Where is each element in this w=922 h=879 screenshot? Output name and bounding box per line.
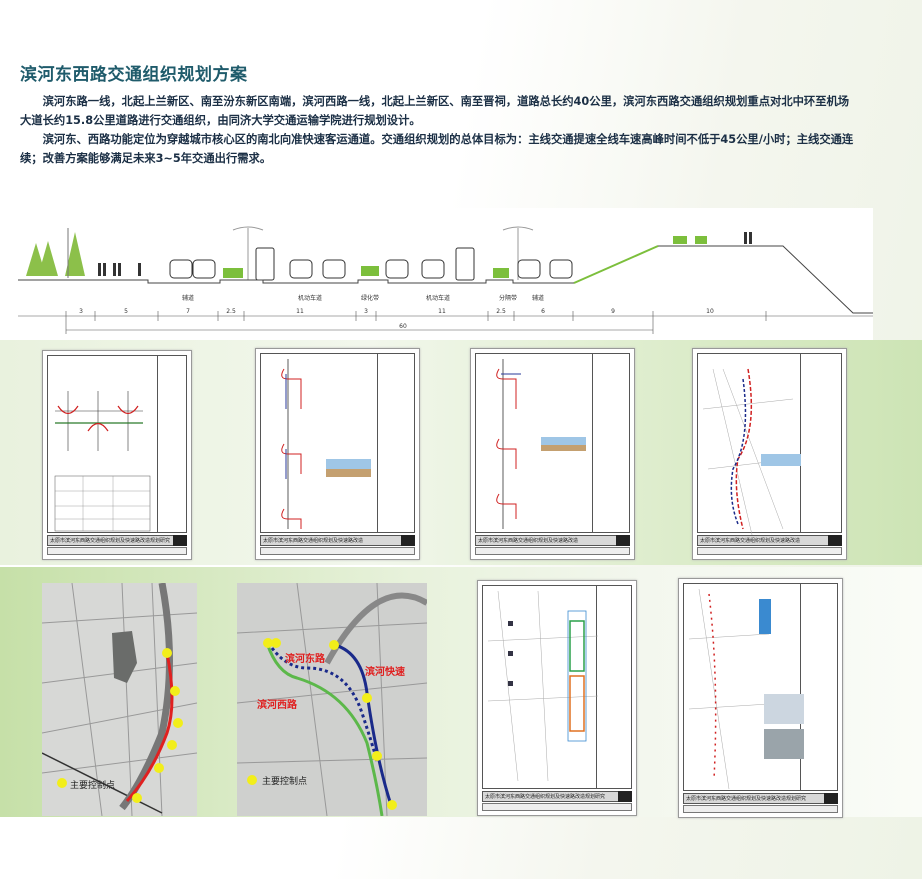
intro-text: 滨河东路一线，北起上兰新区、南至汾东新区南端，滨河西路一线，北起上兰新区、南至晋… xyxy=(20,92,860,168)
dimension-value: 9 xyxy=(611,308,615,315)
drawing-sheet[interactable]: 太原市滨河东西路交通组织规划及快速路改造规划研究 xyxy=(477,580,637,816)
street-lamps xyxy=(232,226,534,280)
lane-label: 辅道 xyxy=(182,294,194,302)
road-network-map[interactable]: 滨河东路滨河快速滨河西路主要控制点 xyxy=(237,583,427,816)
drawing-sheet[interactable]: 太原市滨河东西路交通组织规划及快速路改造规划研究 xyxy=(678,578,843,818)
dimension-value: 10 xyxy=(706,308,714,315)
paragraph: 滨河东、西路功能定位为穿越城市核心区的南北向准快速客运通道。交通组织规划的总体目… xyxy=(20,133,854,165)
sheet-title: 太原市滨河东西路交通组织规划及快速路改造规划研究 xyxy=(47,535,187,546)
total-width: 60 xyxy=(399,323,407,330)
dimension-value: 6 xyxy=(541,308,545,315)
dimension-value: 11 xyxy=(438,308,446,315)
page-title: 滨河东西路交通组织规划方案 xyxy=(20,65,248,85)
drawing-sheet[interactable]: 太原市滨河东西路交通组织规划及快速路改造 xyxy=(470,348,635,560)
road-cross-section: 辅道 机动车道 绿化带 机动车道 分隔带 辅道 3 5 7 2.5 11 3 1… xyxy=(18,208,873,340)
dimension-value: 7 xyxy=(186,308,190,315)
control-points-map-east[interactable]: 主要控制点 xyxy=(42,583,197,816)
lane-label: 机动车道 xyxy=(298,294,322,302)
dimension-value: 5 xyxy=(124,308,128,315)
map-legend: 主要控制点 xyxy=(70,779,115,791)
drawing-sheet[interactable]: 太原市滨河东西路交通组织规划及快速路改造 xyxy=(255,348,420,560)
lane-label: 辅道 xyxy=(532,294,544,302)
road-label-west: 滨河西路 xyxy=(257,698,298,711)
dimension-value: 3 xyxy=(79,308,83,315)
road-label-expressway: 滨河快速 xyxy=(365,665,405,678)
lane-label: 分隔带 xyxy=(499,294,517,302)
sheet-title: 太原市滨河东西路交通组织规划及快速路改造 xyxy=(697,535,842,546)
dimension-value: 11 xyxy=(296,308,304,315)
lane-label: 绿化带 xyxy=(361,294,379,302)
drawing-sheet[interactable]: 太原市滨河东西路交通组织规划及快速路改造规划研究 xyxy=(42,350,192,560)
sheet-title: 太原市滨河东西路交通组织规划及快速路改造规划研究 xyxy=(683,793,838,804)
dimension-value: 2.5 xyxy=(496,308,506,315)
drawing-sheet[interactable]: 太原市滨河东西路交通组织规划及快速路改造 xyxy=(692,348,847,560)
vehicles xyxy=(169,247,573,281)
dimension-value: 2.5 xyxy=(226,308,236,315)
sheet-title: 太原市滨河东西路交通组织规划及快速路改造规划研究 xyxy=(482,791,632,802)
pedestrians xyxy=(98,232,752,276)
sheet-title: 太原市滨河东西路交通组织规划及快速路改造 xyxy=(260,535,415,546)
lane-label: 机动车道 xyxy=(426,294,450,302)
sheet-title: 太原市滨河东西路交通组织规划及快速路改造 xyxy=(475,535,630,546)
paragraph: 滨河东路一线，北起上兰新区、南至汾东新区南端，滨河西路一线，北起上兰新区、南至晋… xyxy=(20,95,850,127)
planters xyxy=(223,236,707,278)
map-legend: 主要控制点 xyxy=(262,775,307,787)
trees xyxy=(26,232,85,276)
dimension-value: 3 xyxy=(364,308,368,315)
road-label-east: 滨河东路 xyxy=(285,652,326,665)
